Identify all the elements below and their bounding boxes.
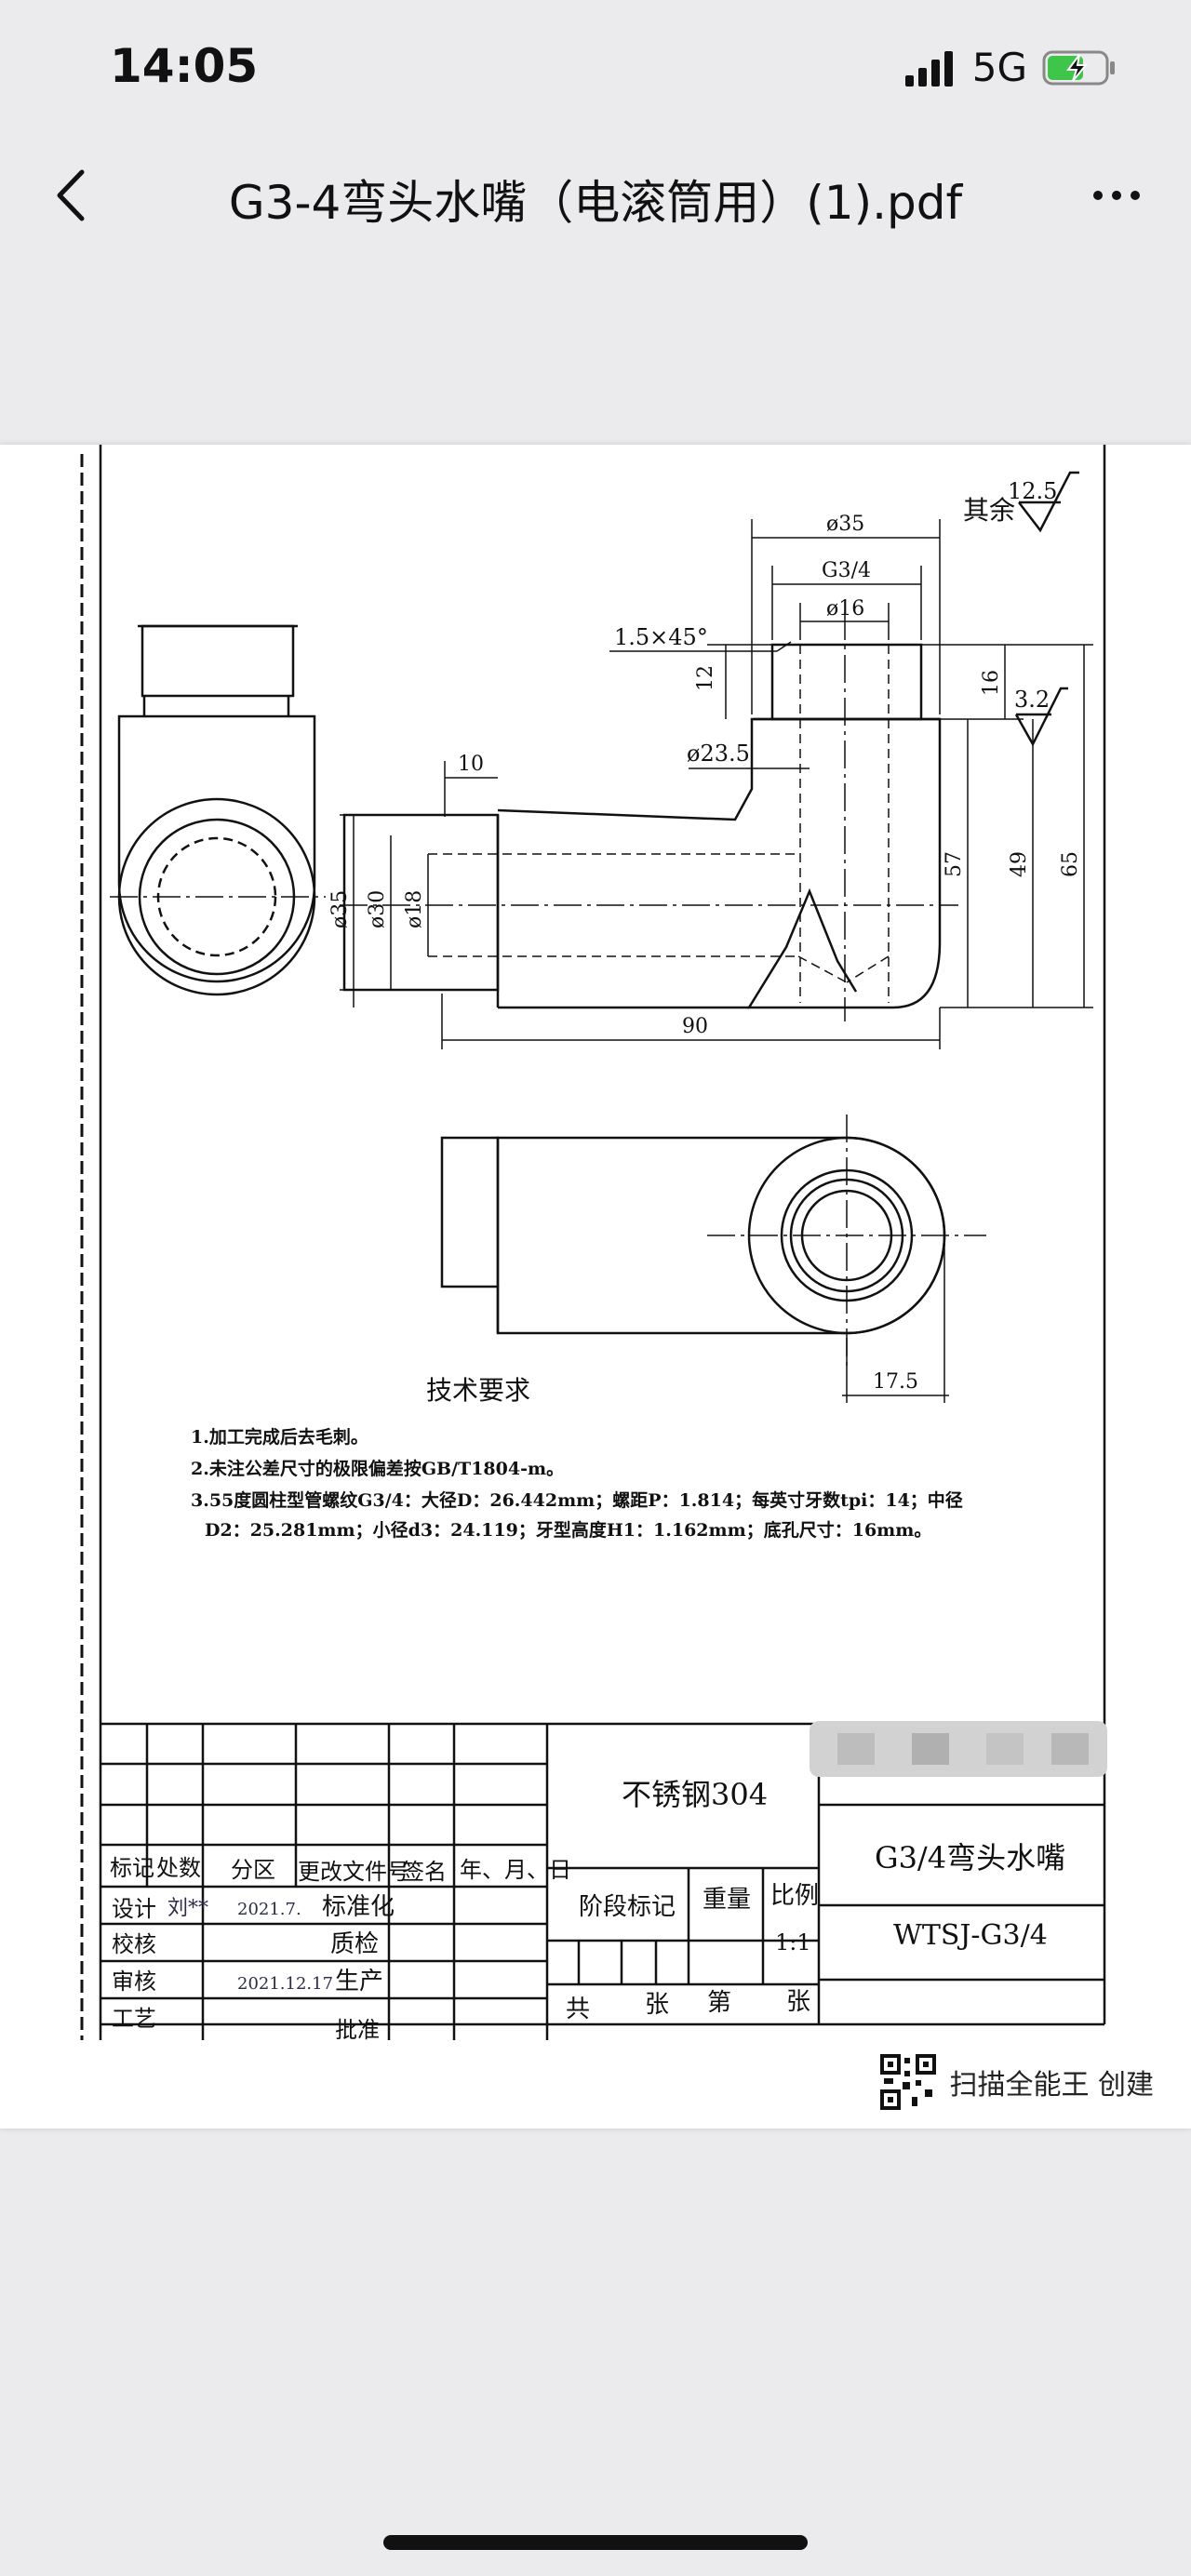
header-mark: 标记: [110, 1855, 154, 1881]
row-review-date: 2021.12.17: [237, 1974, 333, 1994]
part-name: G3/4弯头水嘴: [875, 1840, 1065, 1875]
dim-57: 57: [943, 851, 966, 877]
pdf-page[interactable]: 其余 12.5 3.2 ø35 G3/4 ø16 1.5×45° 12 16 ø…: [0, 445, 1191, 2129]
row-process-right: 批准: [335, 2017, 380, 2043]
dim-d35-top: ø35: [826, 513, 864, 536]
scanner-watermark: 扫描全能王 创建: [880, 2054, 1154, 2110]
scale-value: 1:1: [775, 1929, 811, 1955]
watermark-text: 扫描全能王 创建: [949, 2069, 1154, 2102]
header-date: 年、月、日: [460, 1857, 571, 1883]
network-label: 5G: [971, 45, 1027, 90]
roughness-label: 其余: [963, 495, 1015, 526]
row-design-date: 2021.7.: [237, 1900, 301, 1919]
header-zone: 分区: [231, 1857, 275, 1883]
row-review: 审核: [112, 1969, 156, 1995]
tech-note-1: 1.加工完成后去毛刺。: [191, 1427, 368, 1448]
material: 不锈钢304: [622, 1777, 768, 1812]
chevron-left-icon: [57, 169, 85, 221]
tech-requirements-title: 技术要求: [426, 1375, 530, 1406]
roughness-face: 3.2: [1014, 687, 1050, 713]
row-design: 设计: [112, 1896, 156, 1922]
dim-g34: G3/4: [822, 559, 871, 582]
dim-d16: ø16: [826, 597, 864, 621]
qr-code-icon: [880, 2054, 937, 2110]
status-time: 14:05: [110, 39, 259, 93]
dim-65: 65: [1059, 851, 1082, 877]
dim-d30: ø30: [366, 890, 389, 928]
header-count: 处数: [156, 1855, 201, 1881]
sheet-word-2: 张: [786, 1988, 810, 2016]
back-button[interactable]: [37, 158, 112, 233]
header-signature: 签名: [402, 1859, 447, 1885]
battery-charging-icon: [1042, 50, 1115, 85]
drawing-number: WTSJ-G3/4: [893, 1919, 1048, 1952]
row-process: 工艺: [112, 2006, 156, 2032]
row-check: 校核: [112, 1931, 156, 1957]
dim-49: 49: [1008, 851, 1031, 877]
redacted-area: [810, 1721, 1107, 1777]
dim-chamfer: 1.5×45°: [614, 624, 708, 650]
status-icons: 5G: [903, 45, 1117, 90]
status-bar: 14:05 5G: [0, 0, 1191, 135]
more-icon: [1093, 191, 1140, 200]
sheet-word-1: 张: [645, 1991, 669, 2019]
dim-d235: ø23.5: [687, 741, 750, 767]
row-design-right: 标准化: [322, 1893, 395, 1921]
sheet-total: 共: [566, 1995, 590, 2023]
dim-d18: ø18: [403, 890, 426, 928]
stage-mark: 阶段标记: [579, 1893, 676, 1921]
tech-note-4: D2：25.281mm；小径d3：24.119；牙型高度H1：1.162mm；底…: [205, 1520, 932, 1541]
dim-10: 10: [458, 753, 484, 776]
row-check-right: 质检: [330, 1930, 379, 1958]
weight-label: 重量: [703, 1886, 751, 1914]
home-indicator[interactable]: [383, 2535, 808, 2550]
tech-note-2: 2.未注公差尺寸的极限偏差按GB/T1804-m。: [191, 1459, 565, 1479]
dim-16: 16: [980, 670, 1003, 696]
roughness-other: 12.5: [1008, 478, 1057, 504]
row-design-signature: 刘**: [167, 1897, 208, 1920]
signal-icon: [904, 50, 953, 87]
document-title: G3-4弯头水嘴（电滚筒用）(1).pdf: [228, 176, 963, 230]
dim-90: 90: [682, 1015, 708, 1038]
more-button[interactable]: [1079, 177, 1154, 214]
scale-label: 比例: [770, 1882, 819, 1910]
dim-175: 17.5: [873, 1370, 918, 1394]
nav-bar: G3-4弯头水嘴（电滚筒用）(1).pdf: [0, 140, 1191, 251]
dim-d35-left: ø35: [328, 890, 352, 928]
tech-note-3: 3.55度圆柱型管螺纹G3/4：大径D：26.442mm；螺距P：1.814；每…: [191, 1490, 963, 1511]
dim-12: 12: [694, 665, 717, 691]
row-review-right: 生产: [335, 1968, 383, 1995]
header-change-doc: 更改文件号: [298, 1859, 409, 1885]
engineering-drawing: 其余 12.5 3.2 ø35 G3/4 ø16 1.5×45° 12 16 ø…: [80, 445, 1107, 2043]
sheet-number: 第: [707, 1989, 731, 2017]
